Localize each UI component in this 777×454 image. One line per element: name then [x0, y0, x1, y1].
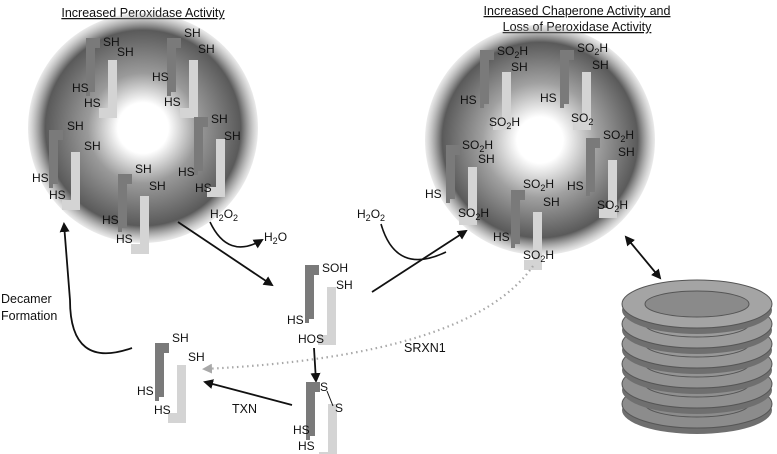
- thiol-label: HS: [152, 70, 169, 84]
- thiol-label: HS: [32, 171, 49, 185]
- thiol-label: HS: [116, 232, 133, 246]
- hyperoxidized-decamer-ring: SO2H SH HS SO2H SO2H SH HS SO2 SO2H SH H…: [425, 25, 655, 270]
- sulfinic-label: SO2H: [458, 206, 489, 222]
- decamer-formation-arrow: [59, 222, 133, 355]
- sulfinic-label: SO2H: [523, 177, 554, 193]
- thiol-label: SH: [618, 145, 635, 159]
- thiol-label: HS: [293, 423, 310, 437]
- thiol-label: HS: [137, 384, 154, 398]
- thiol-label: SH: [103, 35, 120, 49]
- thiol-label: SH: [336, 278, 353, 292]
- thiol-label: HS: [164, 95, 181, 109]
- sulfinic-label: SO2H: [603, 128, 634, 144]
- thiol-label: SH: [511, 60, 528, 74]
- thiol-label: HS: [287, 313, 304, 327]
- srxn1-reduction-arrow: [202, 265, 534, 374]
- sulfinic-label: SO2H: [523, 248, 554, 264]
- sulfur-label: S: [320, 380, 328, 394]
- disulfide-formation-arrow: [310, 347, 321, 383]
- reduced-dimer: SH SH HS HS: [137, 331, 205, 423]
- thiol-label: SH: [84, 139, 101, 153]
- srxn1-label: SRXN1: [404, 341, 446, 355]
- thiol-label: SH: [172, 331, 189, 345]
- thiol-label: SH: [184, 26, 201, 40]
- sulfinic-label: SO2H: [462, 138, 493, 154]
- oxidation-arrow: H2O2 H2O: [177, 207, 287, 287]
- thiol-label: SH: [592, 58, 609, 72]
- thiol-label: SH: [135, 162, 152, 176]
- thiol-label: SH: [211, 112, 228, 126]
- decamer-formation-label: Formation: [1, 309, 57, 323]
- sulfinic-label: SO2H: [597, 198, 628, 214]
- thiol-label: SH: [149, 179, 166, 193]
- h2o2-label: H2O2: [357, 207, 385, 223]
- disulfide-dimer: S S HS HS: [293, 380, 343, 454]
- thiol-label: HS: [425, 187, 442, 201]
- thiol-label: HS: [72, 81, 89, 95]
- thiol-label: SH: [117, 45, 134, 59]
- txn-label: TXN: [232, 402, 257, 416]
- thiol-label: SH: [67, 119, 84, 133]
- sulfenic-label: SOH: [322, 261, 348, 275]
- thiol-label: HS: [102, 213, 119, 227]
- stacked-rings-icon: [621, 279, 773, 434]
- hyperoxidation-arrow: H2O2: [357, 207, 468, 293]
- sulfur-label: S: [335, 401, 343, 415]
- thiol-label: HS: [178, 165, 195, 179]
- decamer-formation-label: Decamer: [1, 292, 52, 306]
- h2o2-label: H2O2: [210, 207, 238, 223]
- thiol-label: SH: [198, 42, 215, 56]
- thiol-label: HS: [49, 188, 66, 202]
- sulfinic-label: SO2H: [577, 41, 608, 57]
- thiol-label: HS: [540, 91, 557, 105]
- right-ring-title-line1: Increased Chaperone Activity and: [484, 4, 671, 18]
- thiol-label: SH: [188, 350, 205, 364]
- thiol-label: SH: [543, 195, 560, 209]
- sulfinic-label: SO2H: [497, 44, 528, 60]
- h2o-label: H2O: [264, 230, 287, 246]
- sulfenic-label: HOS: [298, 332, 324, 346]
- thiol-label: HS: [460, 93, 477, 107]
- sulfinic-label: SO2: [571, 111, 593, 127]
- thiol-label: HS: [84, 96, 101, 110]
- thiol-label: HS: [154, 403, 171, 417]
- thiol-label: HS: [493, 230, 510, 244]
- double-headed-arrow-icon: [624, 235, 662, 280]
- reduced-decamer-ring: SH SH HS HS SH SH HS HS SH SH HS HS SH S…: [28, 13, 258, 254]
- thiol-label: SH: [224, 129, 241, 143]
- thiol-label: HS: [195, 181, 212, 195]
- sulfinic-label: SO2H: [489, 115, 520, 131]
- thiol-label: HS: [567, 179, 584, 193]
- thiol-label: SH: [478, 152, 495, 166]
- sulfenic-dimer: SOH SH HS HOS: [287, 261, 353, 346]
- thiol-label: HS: [298, 439, 315, 453]
- txn-reduction-arrow: [203, 379, 293, 406]
- left-ring-title: Increased Peroxidase Activity: [61, 6, 225, 20]
